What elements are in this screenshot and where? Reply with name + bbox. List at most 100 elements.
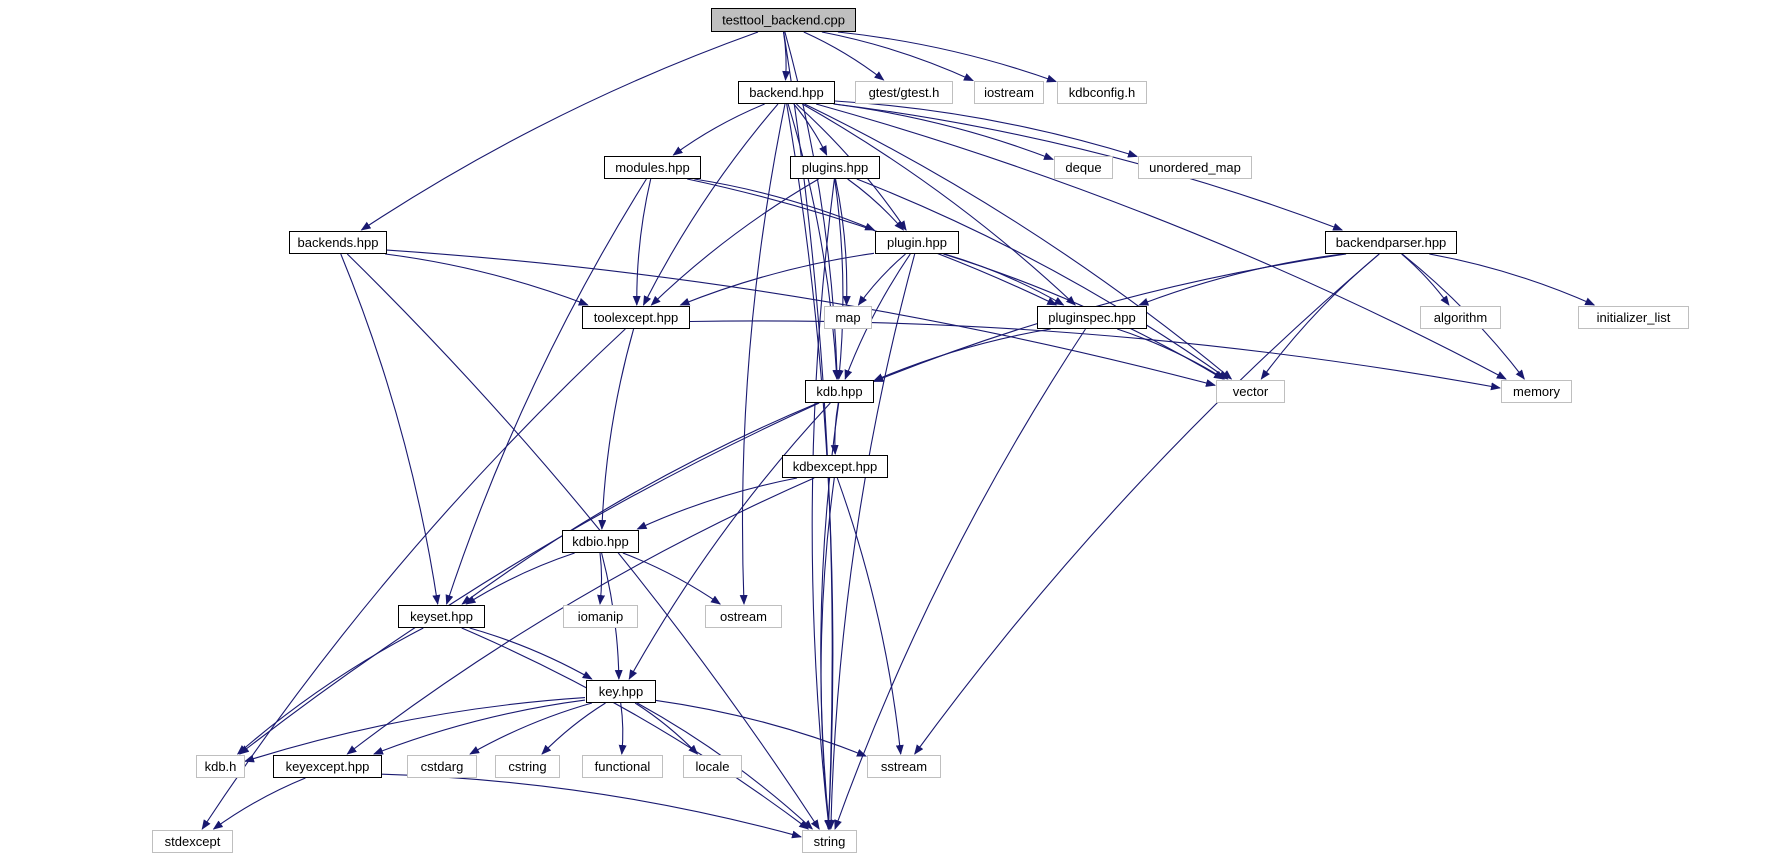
node-label: string <box>814 834 846 849</box>
edge-plugins-to-plugin <box>847 178 905 231</box>
node-initializer-list: initializer_list <box>1578 306 1689 329</box>
edge-keyset-to-key <box>469 627 593 680</box>
node-label: modules.hpp <box>615 160 689 175</box>
edge-kdb-to-keyset <box>461 402 819 605</box>
node-label: ostream <box>720 609 767 624</box>
node-label: keyset.hpp <box>410 609 473 624</box>
node-label: iomanip <box>578 609 624 624</box>
edge-key-to-cstring <box>541 702 606 755</box>
node-label: pluginspec.hpp <box>1048 310 1135 325</box>
edge-testtool-to-backends <box>360 31 759 231</box>
node-label: vector <box>1233 384 1269 399</box>
node-plugins[interactable]: plugins.hpp <box>790 156 880 179</box>
node-box <box>1578 306 1689 329</box>
node-label: map <box>835 310 860 325</box>
node-box <box>604 156 701 179</box>
node-box <box>1138 156 1252 179</box>
node-box <box>855 81 953 104</box>
edge-backendparser-to-algorithm <box>1401 253 1450 306</box>
node-box <box>1054 156 1113 179</box>
node-label: cstdarg <box>421 759 464 774</box>
edge-backendparser-to-sstream <box>914 253 1380 755</box>
node-box <box>824 306 872 329</box>
edge-plugins-to-kdb <box>834 178 844 380</box>
edge-plugin-to-map <box>857 253 906 306</box>
edge-backend-to-kdb <box>787 103 841 380</box>
node-label: backends.hpp <box>298 235 379 250</box>
node-label: kdbconfig.h <box>1069 85 1136 100</box>
edge-testtool-to-iostream <box>821 31 974 82</box>
edge-key-to-locale <box>634 702 699 755</box>
node-kdb[interactable]: kdb.hpp <box>805 380 874 403</box>
node-backendparser[interactable]: backendparser.hpp <box>1325 231 1457 254</box>
node-box <box>582 755 663 778</box>
node-backends[interactable]: backends.hpp <box>289 231 387 254</box>
edge-key-to-keyexcept <box>373 699 586 755</box>
node-gtest: gtest/gtest.h <box>855 81 953 104</box>
node-map: map <box>824 306 872 329</box>
node-locale: locale <box>683 755 742 778</box>
node-cstring: cstring <box>495 755 560 778</box>
node-keyexcept[interactable]: keyexcept.hpp <box>273 755 382 778</box>
edge-keyset-to-kdbh <box>236 627 424 755</box>
node-plugin[interactable]: plugin.hpp <box>875 231 959 254</box>
node-functional: functional <box>582 755 663 778</box>
node-box <box>563 605 638 628</box>
edge-testtool-to-kdbconfig <box>837 31 1057 83</box>
node-label: keyexcept.hpp <box>286 759 370 774</box>
edge-pluginspec-to-vector <box>1117 328 1226 380</box>
node-box <box>711 8 856 32</box>
edge-modules-to-toolexcept <box>632 178 652 306</box>
node-vector: vector <box>1216 380 1285 403</box>
node-label: locale <box>696 759 730 774</box>
node-keyset[interactable]: keyset.hpp <box>398 605 485 628</box>
edge-backends-to-keyset <box>340 253 441 605</box>
node-box <box>875 231 959 254</box>
edge-toolexcept-to-stdexcept <box>201 328 626 830</box>
node-toolexcept[interactable]: toolexcept.hpp <box>582 306 690 329</box>
node-kdbexcept[interactable]: kdbexcept.hpp <box>782 455 888 478</box>
node-box <box>152 830 233 853</box>
node-box <box>562 530 639 553</box>
node-label: initializer_list <box>1597 310 1671 325</box>
node-box <box>705 605 782 628</box>
edge-backend-to-toolexcept <box>643 103 779 306</box>
edge-backend-to-modules <box>672 103 765 156</box>
node-label: iostream <box>984 85 1034 100</box>
node-box <box>790 156 880 179</box>
edge-backendparser-to-pluginspec <box>1138 253 1343 306</box>
node-backend[interactable]: backend.hpp <box>738 81 835 104</box>
edge-plugins-to-vector <box>856 178 1229 380</box>
node-modules[interactable]: modules.hpp <box>604 156 701 179</box>
node-label: algorithm <box>1434 310 1487 325</box>
edge-backendparser-to-initializer_list <box>1429 253 1596 306</box>
node-box <box>683 755 742 778</box>
node-box <box>805 380 874 403</box>
node-sstream: sstream <box>867 755 941 778</box>
node-label: unordered_map <box>1149 160 1241 175</box>
edge-plugin-to-string <box>827 253 916 830</box>
edge-backend-to-plugins <box>793 103 828 156</box>
node-cstdarg: cstdarg <box>407 755 477 778</box>
edge-toolexcept-to-kdbio <box>598 328 635 530</box>
node-kdbconfig: kdbconfig.h <box>1057 81 1147 104</box>
node-label: testtool_backend.cpp <box>722 13 845 28</box>
edge-backend-to-backendparser <box>834 103 1344 231</box>
edge-kdbio-to-iomanip <box>597 552 606 605</box>
node-box <box>289 231 387 254</box>
node-label: backendparser.hpp <box>1336 235 1447 250</box>
node-label: kdb.h <box>205 759 237 774</box>
node-unordered-map: unordered_map <box>1138 156 1252 179</box>
node-box <box>407 755 477 778</box>
node-label: stdexcept <box>165 834 221 849</box>
node-pluginspec[interactable]: pluginspec.hpp <box>1037 306 1147 329</box>
node-kdbio[interactable]: kdbio.hpp <box>562 530 639 553</box>
edge-plugin-to-pluginspec <box>944 253 1065 306</box>
edge-key-to-cstdarg <box>469 702 593 755</box>
edge-kdbexcept-to-kdbio <box>636 477 798 530</box>
node-key[interactable]: key.hpp <box>586 680 656 703</box>
node-label: plugin.hpp <box>887 235 947 250</box>
edges-layer <box>201 31 1596 839</box>
edge-kdb-to-key <box>628 402 831 680</box>
node-box <box>1420 306 1501 329</box>
